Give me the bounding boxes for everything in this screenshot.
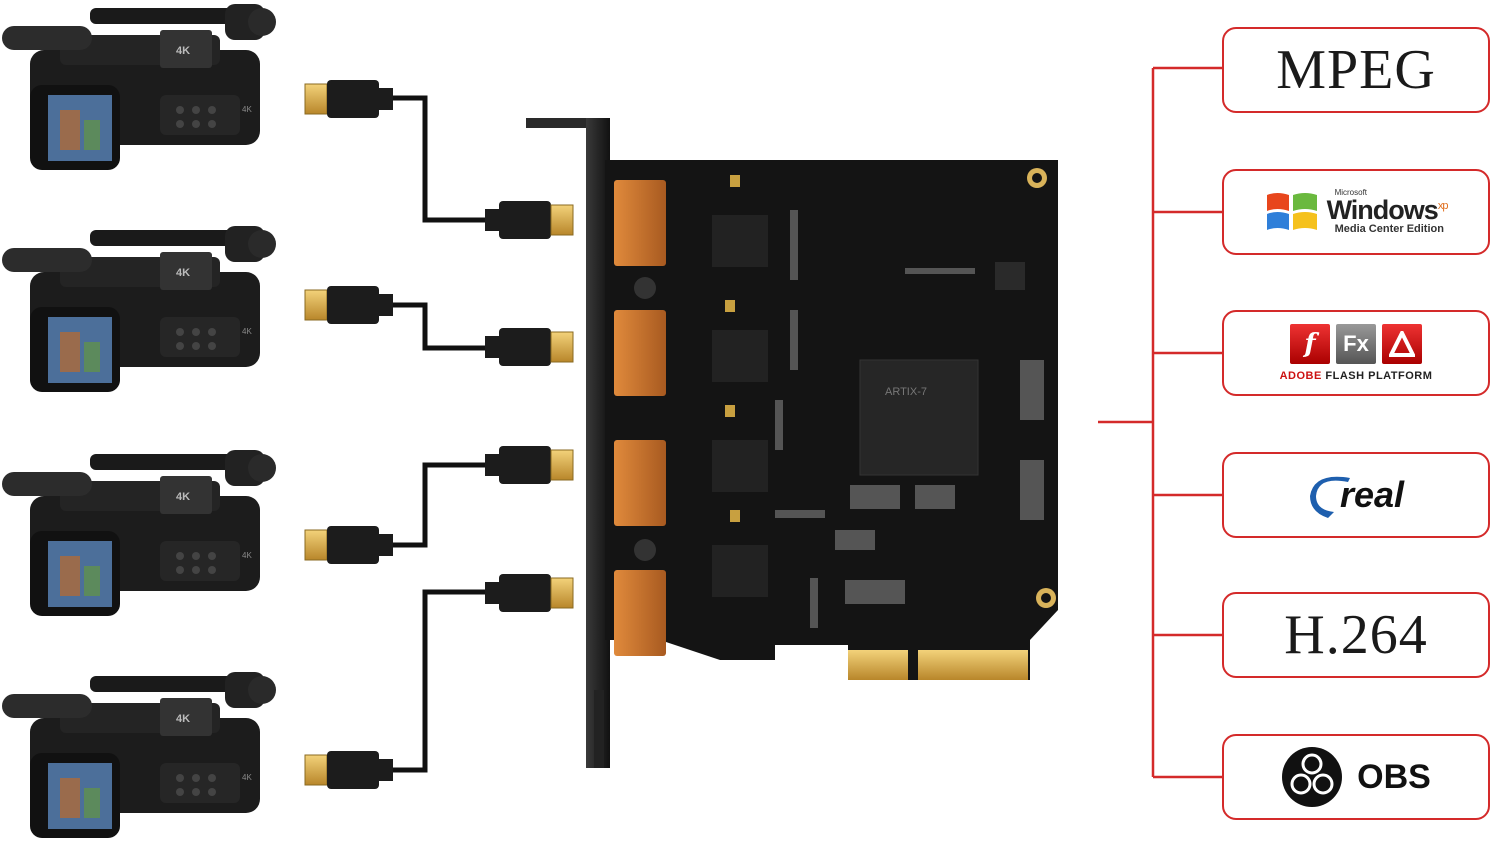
red-connector-tree [1098,66,1222,779]
obs-logo-group: OBS [1281,746,1431,808]
real-label: real [1339,474,1405,515]
flex-icon: Fx [1336,324,1376,364]
camera-4 [2,672,276,838]
real-box: real [1222,452,1490,538]
hdmi-cable-2 [392,302,490,351]
obs-label: OBS [1357,757,1431,796]
adobe-caption: ADOBE FLASH PLATFORM [1279,370,1433,382]
adobe-flash-box: f Fx ADOBE FLASH PLATFORM [1222,310,1490,396]
pcie-gold-fingers [848,650,1028,680]
hdmi-cable-1 [392,95,490,223]
microsoft-label: Microsoft [1334,188,1368,197]
h264-box: H.264 [1222,592,1490,678]
windows-flag-icon [1266,193,1317,230]
media-center-label: Media Center Edition [1334,223,1444,235]
camera-3 [2,450,276,616]
windows-logo-group: Microsoft Windowsxp Media Center Edition [1265,189,1448,235]
fpga-chip [859,359,979,476]
hdmi-port-3 [614,440,666,526]
capture-card-pcb: ARTIX-7 [605,160,1058,680]
flash-icon: f [1290,324,1330,364]
obs-box: OBS [1222,734,1490,820]
hdmi-cable-4 [392,589,490,773]
mpeg-box: MPEG [1222,27,1490,113]
camera-2 [2,226,276,392]
hdmi-port-1 [614,180,666,266]
fpga-label: ARTIX-7 [885,386,927,398]
windows-media-center-box: Microsoft Windowsxp Media Center Edition [1222,169,1490,255]
real-swoosh-icon [1309,476,1350,518]
adobe-logo-group: f Fx ADOBE FLASH PLATFORM [1280,324,1433,382]
h264-label: H.264 [1284,604,1428,666]
hdmi-port-4 [614,570,666,656]
obs-logo-icon [1282,747,1343,807]
camera-1 [2,4,276,170]
windows-label: Windowsxp [1326,195,1449,225]
air-icon [1382,324,1422,364]
hdmi-port-2 [614,310,666,396]
mpeg-label: MPEG [1276,39,1436,101]
hdmi-cable-3 [392,462,490,548]
